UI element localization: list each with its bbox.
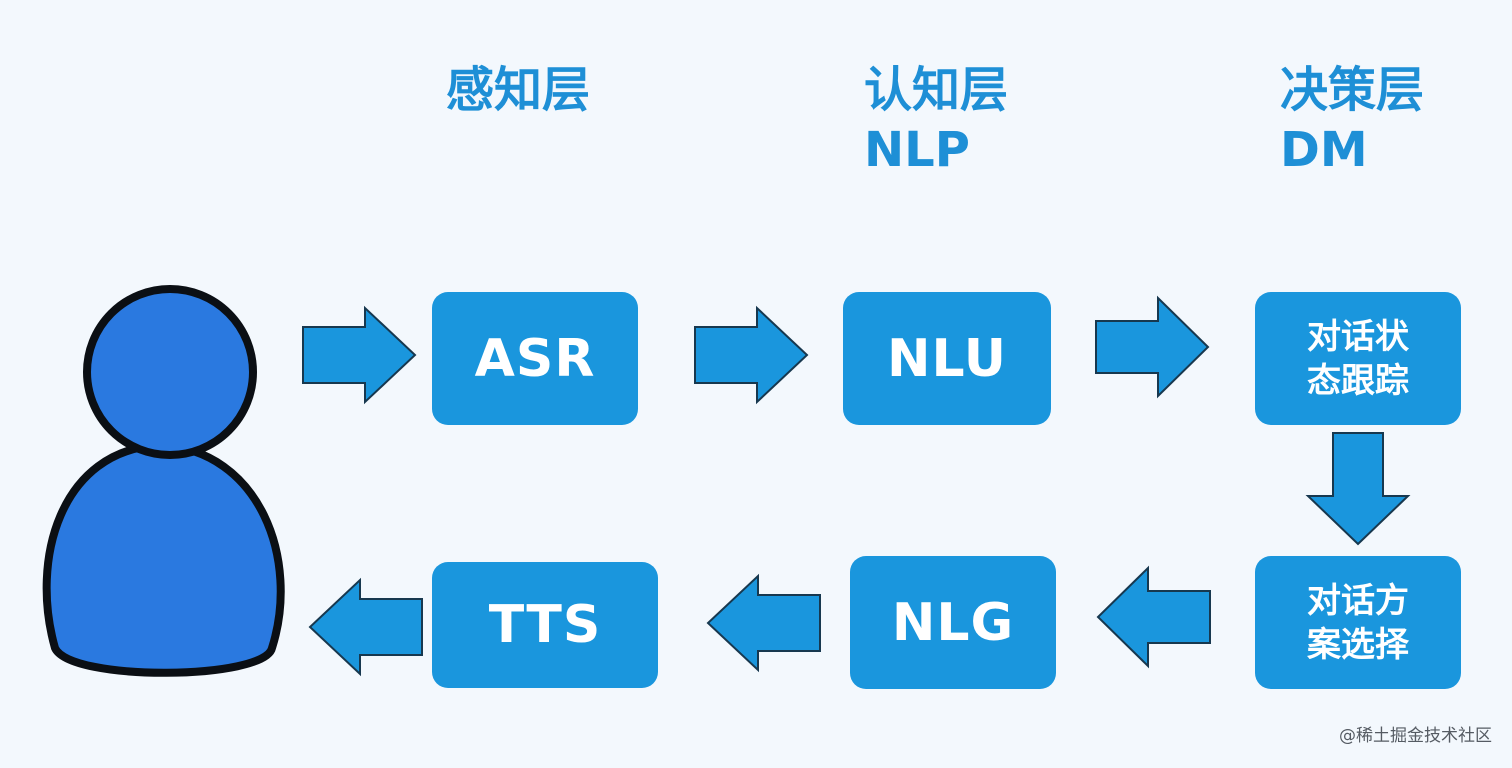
arrow-left-icon [1096,565,1211,669]
arrow-right-icon [694,305,809,405]
arrow-right-icon [1095,295,1210,399]
policy-label-line2: 案选择 [1307,624,1409,665]
arrow-right-icon [302,305,417,405]
nlu-label: NLU [886,328,1008,389]
nlg-label: NLG [891,592,1015,653]
arrow-left-icon [308,577,423,677]
dst-label-line1: 对话状 [1307,316,1409,357]
nlg-node: NLG [850,556,1056,689]
dst-label-line2: 态跟踪 [1307,360,1409,401]
nlu-node: NLU [843,292,1051,425]
layer-perception-title: 感知层 [446,60,590,120]
watermark: @稀土掘金技术社区 [1339,726,1492,746]
dialog-state-tracking-node: 对话状 态跟踪 [1255,292,1461,425]
layer-decision-title: 决策层 DM [1280,60,1424,180]
dialog-policy-node: 对话方 案选择 [1255,556,1461,689]
person-icon [42,285,285,677]
layer-cognition-label: 认知层 [864,62,1009,118]
layer-cognition-title: 认知层 NLP [864,60,1008,180]
layer-cognition-subtitle: NLP [864,122,970,178]
asr-node: ASR [432,292,638,425]
layer-decision-label: 决策层 [1280,62,1425,118]
asr-label: ASR [474,328,596,389]
layer-perception-label: 感知层 [446,62,591,118]
tts-label: TTS [488,595,602,655]
arrow-down-icon [1305,432,1411,546]
policy-label-line1: 对话方 [1307,580,1409,621]
arrow-left-icon [706,573,821,673]
layer-decision-subtitle: DM [1280,122,1368,178]
tts-node: TTS [432,562,658,688]
